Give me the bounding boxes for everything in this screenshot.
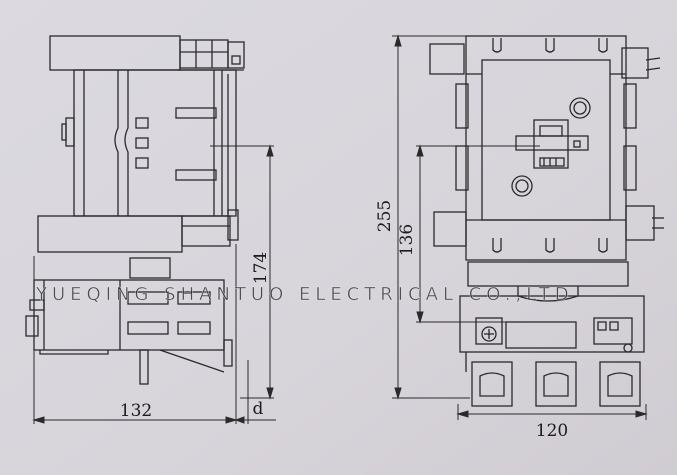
side-width-label: 132 <box>120 401 152 421</box>
front-width-label: 120 <box>536 421 568 441</box>
side-dimensions <box>32 144 276 424</box>
side-height-label: 174 <box>251 252 271 284</box>
side-view <box>25 35 245 385</box>
terminal-1 <box>479 372 505 397</box>
side-depth-label: d <box>253 399 264 419</box>
adjust-dial-icon <box>481 326 497 342</box>
front-dimensions <box>392 34 648 420</box>
mount-hole-bottom <box>511 175 533 197</box>
terminal-2 <box>543 372 569 397</box>
mount-hole-top <box>569 97 591 119</box>
terminal-3 <box>607 372 633 397</box>
aux-contact-module <box>533 119 569 169</box>
overload-relay <box>459 295 645 353</box>
watermark: YUEQING SHANTUO ELECTRICAL CO.,LTD <box>35 284 574 305</box>
front-main-body <box>465 35 627 261</box>
front-height-label: 255 <box>375 200 395 232</box>
front-view <box>429 35 664 407</box>
front-mount-label: 136 <box>397 224 417 256</box>
